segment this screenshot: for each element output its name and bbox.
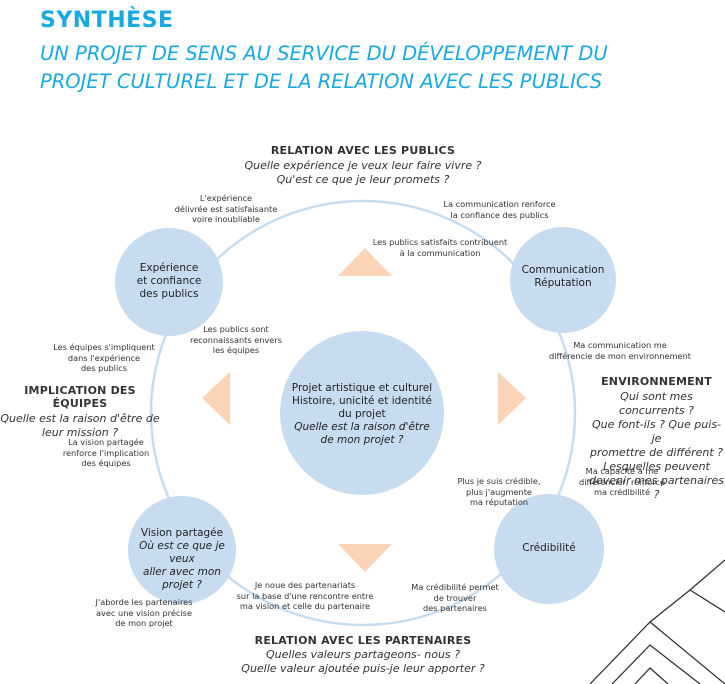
note-line: dans l'expérience: [67, 352, 141, 363]
section-environnement-q1: Qui sont mes concurrents ?: [619, 390, 694, 417]
section-partenaires: RELATION AVEC LES PARTENAIRES Quelles va…: [213, 634, 513, 676]
section-environnement: ENVIRONNEMENT Qui sont mes concurrents ?…: [588, 375, 725, 502]
note-line: la confiance des publics: [450, 209, 549, 220]
note-line: des partenaires: [423, 603, 487, 613]
note-line: Ma communication me: [573, 340, 667, 350]
circle-communication-label: Communication Réputation: [510, 264, 616, 290]
note-line: renforce l'implication: [62, 447, 150, 458]
section-partenaires-title: RELATION AVEC LES PARTENAIRES: [254, 634, 472, 647]
page-title: SYNTHÈSE: [40, 8, 174, 33]
circle-center-label: Projet artistique et culturel Histoire, …: [285, 382, 439, 447]
circle-experience-label: Expérience et confiance des publics: [119, 262, 219, 301]
page-subtitle-line1: UN PROJET DE SENS AU SERVICE DU DÉVELOPP…: [40, 42, 608, 65]
triangle-left: [202, 372, 230, 425]
note-line: différencier, renforce: [579, 476, 665, 487]
note-line: avec une vision précise: [96, 607, 192, 618]
section-equipes-q2: leur mission ?: [41, 426, 119, 439]
circle-vision-l1: Vision partagée: [140, 527, 224, 539]
note-line: les équipes: [212, 345, 260, 355]
section-equipes: IMPLICATION DES ÉQUIPES Quelle est la ra…: [0, 384, 160, 440]
circle-center-l2: Histoire, unicité et identité: [291, 395, 433, 407]
note-communication-renforce: La communication renforce la confiance d…: [432, 199, 567, 220]
note-publics-reconnaissants: Les publics sont reconnaissants envers l…: [181, 324, 291, 356]
triangle-bottom: [338, 544, 392, 572]
note-noue-partenariats: Je noue des partenariats sur la base d'u…: [225, 580, 385, 612]
note-line: J'aborde les partenaires: [95, 597, 193, 607]
note-line: sur la base d'une rencontre entre: [236, 590, 374, 601]
circle-credibilite-bg: [494, 494, 604, 604]
section-environnement-q5: devenir mes partenaires ?: [589, 474, 724, 501]
circle-experience-bg: [115, 228, 223, 336]
note-line: plus j'augmente: [466, 486, 532, 497]
note-capacite-differencier: Ma capacité à me différencier, renforce …: [572, 466, 672, 498]
note-line: des publics: [80, 363, 127, 373]
note-line: de mon projet: [115, 618, 173, 628]
decorative-lines: [589, 559, 725, 684]
circle-experience-l2: et confiance: [136, 275, 202, 287]
triangle-right: [498, 372, 526, 425]
circle-credibilite-label: Crédibilité: [499, 542, 599, 555]
circle-experience-l3: des publics: [139, 288, 199, 300]
note-line: La vision partagée: [68, 437, 144, 447]
section-publics: RELATION AVEC LES PUBLICS Quelle expérie…: [213, 144, 513, 187]
circle-center-bg: [280, 331, 444, 495]
section-environnement-q2: Que font-ils ? Que puis-je: [591, 418, 722, 445]
circle-vision-bg: [128, 496, 236, 604]
circle-center-l3: du projet: [338, 408, 386, 420]
circle-vision-q3: projet ?: [162, 579, 202, 591]
circle-vision-label: Vision partagée Où est ce que je veux al…: [130, 527, 234, 592]
note-vision-renforce: La vision partagée renforce l'implicatio…: [56, 437, 156, 469]
circle-communication-bg: [510, 227, 616, 333]
note-line: à la communication: [399, 247, 481, 258]
note-line: ma réputation: [469, 497, 529, 507]
note-aborde-partenaires: J'aborde les partenaires avec une vision…: [84, 597, 204, 629]
section-environnement-q3: promettre de différent ?: [589, 446, 724, 459]
section-partenaires-q1: Quelles valeurs partageons- nous ?: [266, 648, 460, 661]
note-line: Les équipes s'impliquent: [53, 342, 155, 352]
circle-vision-q1: Où est ce que je veux: [139, 540, 225, 565]
circle-vision-q2: aller avec mon: [143, 566, 221, 578]
page-subtitle-line2: PROJET CULTUREL ET DE LA RELATION AVEC L…: [40, 70, 603, 93]
circle-communication-l2: Réputation: [534, 277, 592, 289]
note-line: La communication renforce: [443, 199, 556, 209]
note-line: L'expérience: [199, 193, 253, 203]
circle-communication-l1: Communication: [521, 264, 605, 276]
note-line: ma vision et celle du partenaire: [239, 601, 371, 611]
section-publics-q1: Quelle expérience je veux leur faire viv…: [244, 159, 482, 172]
note-line: voire inoubliable: [192, 214, 260, 224]
section-equipes-q1: Quelle est la raison d'être de: [0, 412, 160, 425]
note-line: Les publics sont: [203, 324, 269, 334]
note-line: des équipes: [81, 458, 131, 468]
note-plus-credible: Plus je suis crédible, plus j'augmente m…: [449, 476, 549, 508]
circle-center-q2: de mon projet ?: [320, 434, 404, 446]
section-equipes-title: IMPLICATION DES ÉQUIPES: [24, 384, 136, 410]
note-line: de trouver: [433, 592, 477, 603]
note-publics-satisfaits: Les publics satisfaits contribuent à la …: [365, 237, 515, 258]
note-line: reconnaissants envers: [190, 334, 282, 345]
note-line: Les publics satisfaits contribuent: [372, 237, 508, 247]
note-line: Ma crédibilité permet: [411, 582, 499, 592]
section-publics-q2: Qu'est ce que je leur promets ?: [276, 173, 450, 186]
section-environnement-title: ENVIRONNEMENT: [601, 375, 712, 388]
circle-experience-l1: Expérience: [139, 262, 199, 274]
note-experience-delivered: L'expérience délivrée est satisfaisante …: [166, 193, 286, 225]
circle-center-l1: Projet artistique et culturel: [291, 382, 433, 394]
note-line: délivrée est satisfaisante: [174, 203, 278, 214]
section-environnement-q4: Lesquelles peuvent: [603, 460, 710, 473]
section-publics-title: RELATION AVEC LES PUBLICS: [270, 144, 456, 157]
note-line: Je noue des partenariats: [254, 580, 356, 590]
note-communication-differencie: Ma communication me différencie de mon e…: [540, 340, 700, 361]
outer-ring: [149, 199, 577, 627]
note-line: ma crédibilité: [593, 487, 651, 497]
section-partenaires-q2: Quelle valeur ajoutée puis-je leur appor…: [241, 662, 485, 675]
circle-credibilite-l1: Crédibilité: [522, 542, 576, 554]
triangle-top: [338, 248, 392, 276]
note-line: différencie de mon environnement: [549, 350, 691, 361]
note-line: Plus je suis crédible,: [457, 476, 541, 486]
circle-center-q1: Quelle est la raison d'être: [294, 421, 430, 433]
note-credibilite-permet: Ma crédibilité permet de trouver des par…: [405, 582, 505, 614]
note-line: Ma capacité à me: [585, 466, 659, 476]
note-equipes-impliquent: Les équipes s'impliquent dans l'expérien…: [44, 342, 164, 374]
